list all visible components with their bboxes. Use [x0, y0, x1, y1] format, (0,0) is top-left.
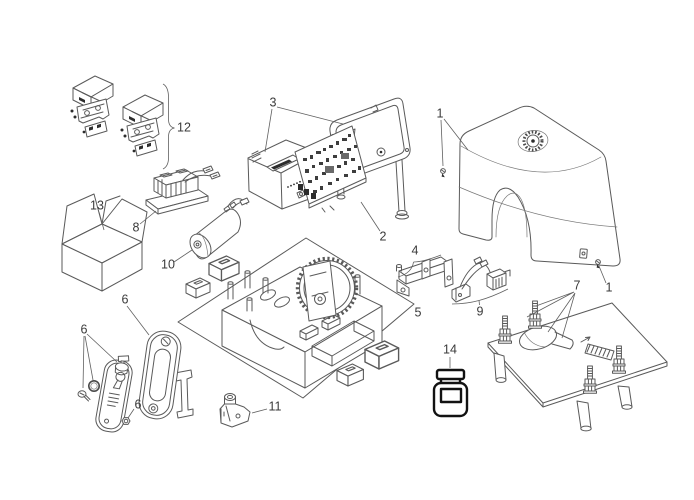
anchor-bolt-icon — [498, 315, 512, 344]
part-label-12: 12 — [177, 120, 191, 134]
part-7-foundation-plate — [487, 291, 668, 432]
part-label-1b: 1 — [606, 280, 613, 294]
direction-arrow-icon — [580, 336, 591, 343]
part-9-wiring-harness — [451, 256, 511, 306]
part-label-3: 3 — [270, 95, 277, 109]
part-8-transformer — [145, 165, 221, 215]
brace-4 — [397, 254, 442, 278]
part-label-6b: 6 — [81, 322, 88, 336]
part-11-release-key — [219, 393, 268, 428]
part-label-6c: 6 — [135, 397, 142, 411]
part-label-5: 5 — [415, 305, 422, 319]
o-ring-icon — [88, 379, 101, 392]
part-4-release-bracket — [396, 254, 454, 297]
part-label-13: 13 — [90, 198, 104, 212]
brace-9 — [451, 288, 509, 306]
brace-12 — [162, 83, 175, 170]
callout-leaders — [98, 106, 381, 263]
gear-flange — [295, 256, 359, 322]
logo-circle-icon — [376, 147, 386, 157]
part-14-grease-jar — [432, 357, 469, 418]
lock-screw-icon — [77, 390, 91, 402]
part-label-10: 10 — [161, 257, 175, 271]
part-label-6a: 6 — [122, 292, 129, 306]
part-2-circuit-board — [294, 125, 367, 213]
callout-labels: 1 1 2 3 4 5 6 6 6 7 8 9 10 11 12 13 14 — [81, 95, 613, 413]
part-12-limit-switch-assemblies — [70, 75, 175, 170]
part-label-2: 2 — [380, 229, 387, 243]
part-1-housing-cover — [440, 105, 621, 284]
part-label-11: 11 — [269, 399, 282, 413]
part-label-4: 4 — [412, 243, 419, 257]
part-label-8: 8 — [133, 220, 140, 234]
part-label-14: 14 — [443, 342, 457, 356]
lock-cylinder-icon — [114, 355, 130, 376]
part-label-1a: 1 — [437, 106, 444, 120]
part-label-9: 9 — [477, 304, 484, 318]
pcb-components — [303, 134, 361, 193]
part-10-motor — [189, 197, 250, 260]
cover-screw-icon — [440, 168, 446, 178]
part-13-packaging-box — [61, 193, 148, 292]
gear-emblem-icon — [517, 130, 549, 152]
part-label-7: 7 — [574, 278, 581, 292]
hatched-slot — [584, 343, 615, 361]
assembly-boundary — [177, 237, 415, 399]
part-5-gearbox-base-assembly — [177, 237, 415, 399]
plate-legs — [493, 352, 633, 432]
standoff-posts — [227, 270, 361, 312]
nut-icon — [121, 417, 131, 425]
part-6-release-lock-set — [77, 305, 194, 433]
brand-text-marks — [106, 392, 120, 407]
